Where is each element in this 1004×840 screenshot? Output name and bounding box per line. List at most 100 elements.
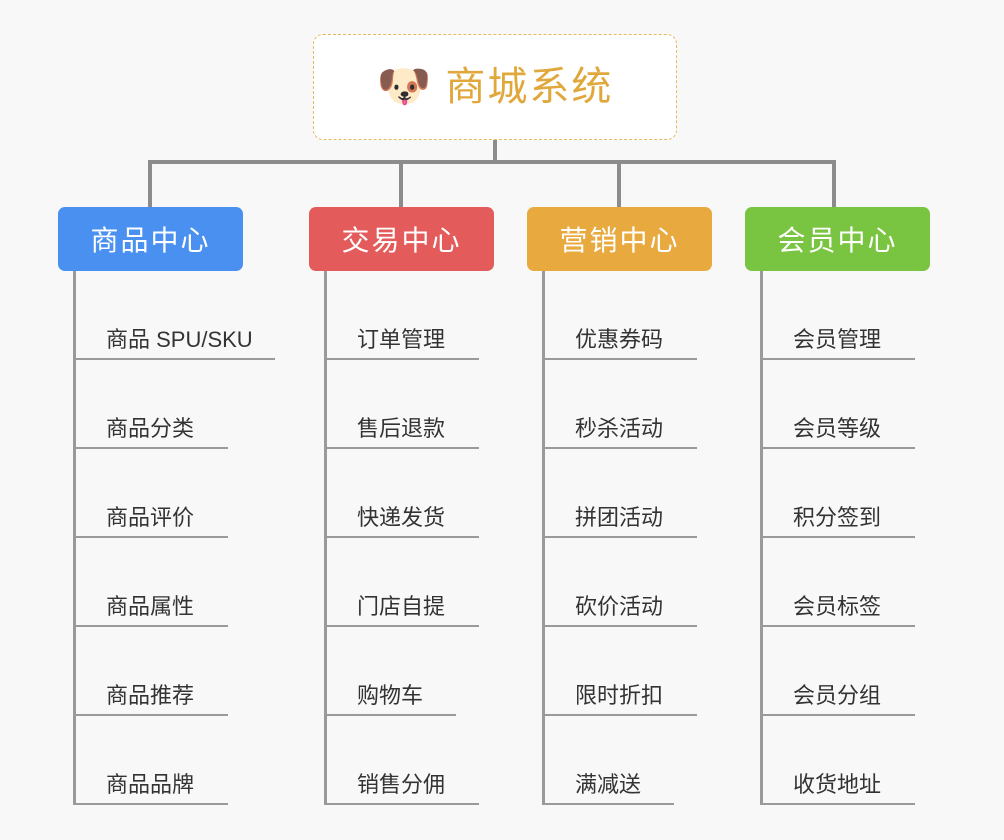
leaf-label: 限时折扣: [575, 683, 664, 708]
leaf-item[interactable]: 销售分佣: [309, 716, 539, 805]
leaf-item[interactable]: 商品 SPU/SKU: [58, 271, 308, 360]
leaf-item[interactable]: 会员管理: [745, 271, 975, 360]
leaf-rule: [542, 803, 674, 805]
leaf-list-product-center: 商品 SPU/SKU 商品分类 商品评价 商品属性 商品推荐 商品品牌: [58, 271, 308, 805]
leaf-item[interactable]: 积分签到: [745, 449, 975, 538]
category-header-product-center[interactable]: 商品中心: [58, 207, 243, 271]
connector-drop-marketing-center: [617, 160, 621, 207]
connector-drop-product-center: [148, 160, 152, 207]
leaf-item[interactable]: 限时折扣: [527, 627, 757, 716]
leaf-label: 优惠券码: [575, 327, 664, 352]
leaf-item[interactable]: 商品属性: [58, 538, 308, 627]
leaf-rule: [73, 803, 228, 805]
leaf-label: 满减送: [575, 772, 642, 797]
leaf-label: 商品评价: [106, 505, 195, 530]
leaf-rule: [324, 447, 479, 449]
leaf-label: 会员管理: [793, 327, 882, 352]
leaf-rule: [324, 536, 479, 538]
connector-horizontal-bar: [148, 160, 836, 164]
leaf-label: 商品推荐: [106, 683, 195, 708]
leaf-rule: [73, 447, 228, 449]
leaf-rule: [542, 447, 697, 449]
category-label: 营销中心: [559, 225, 680, 256]
trunk-line: [760, 271, 763, 805]
leaf-item[interactable]: 商品推荐: [58, 627, 308, 716]
leaf-item[interactable]: 购物车: [309, 627, 539, 716]
leaf-label: 快递发货: [357, 505, 446, 530]
leaf-item[interactable]: 售后退款: [309, 360, 539, 449]
leaf-item[interactable]: 拼团活动: [527, 449, 757, 538]
leaf-rule: [542, 714, 697, 716]
root-node-title: 商城系统: [445, 65, 614, 109]
leaf-item[interactable]: 砍价活动: [527, 538, 757, 627]
leaf-label: 收货地址: [793, 772, 882, 797]
branch-trade-center: 交易中心 订单管理 售后退款 快递发货 门店自提 购物车: [309, 207, 539, 805]
leaf-label: 售后退款: [357, 416, 446, 441]
leaf-item[interactable]: 门店自提: [309, 538, 539, 627]
leaf-item[interactable]: 商品分类: [58, 360, 308, 449]
leaf-rule: [542, 625, 697, 627]
connector-drop-trade-center: [399, 160, 403, 207]
leaf-rule: [73, 358, 275, 360]
leaf-rule: [760, 358, 915, 360]
leaf-label: 会员标签: [793, 594, 882, 619]
category-label: 商品中心: [90, 225, 211, 256]
leaf-item[interactable]: 秒杀活动: [527, 360, 757, 449]
leaf-item[interactable]: 收货地址: [745, 716, 975, 805]
leaf-rule: [324, 714, 456, 716]
trunk-line: [324, 271, 327, 805]
leaf-rule: [760, 803, 915, 805]
category-header-marketing-center[interactable]: 营销中心: [527, 207, 712, 271]
leaf-item[interactable]: 商品品牌: [58, 716, 308, 805]
leaf-label: 购物车: [357, 683, 424, 708]
leaf-item[interactable]: 订单管理: [309, 271, 539, 360]
category-header-trade-center[interactable]: 交易中心: [309, 207, 494, 271]
leaf-list-marketing-center: 优惠券码 秒杀活动 拼团活动 砍价活动 限时折扣 满减送: [527, 271, 757, 805]
leaf-item[interactable]: 商品评价: [58, 449, 308, 538]
category-label: 会员中心: [777, 225, 898, 256]
leaf-rule: [324, 803, 479, 805]
leaf-label: 商品分类: [106, 416, 195, 441]
leaf-rule: [760, 714, 915, 716]
leaf-list-trade-center: 订单管理 售后退款 快递发货 门店自提 购物车 销售分佣: [309, 271, 539, 805]
leaf-label: 会员等级: [793, 416, 882, 441]
root-node[interactable]: 🐶 商城系统: [313, 34, 677, 140]
trunk-line: [73, 271, 76, 805]
leaf-label: 积分签到: [793, 505, 882, 530]
leaf-label: 商品 SPU/SKU: [106, 327, 253, 352]
leaf-label: 商品品牌: [106, 772, 195, 797]
leaf-item[interactable]: 快递发货: [309, 449, 539, 538]
leaf-label: 订单管理: [357, 327, 446, 352]
leaf-list-member-center: 会员管理 会员等级 积分签到 会员标签 会员分组 收货地址: [745, 271, 975, 805]
leaf-rule: [73, 536, 228, 538]
leaf-item[interactable]: 优惠券码: [527, 271, 757, 360]
leaf-rule: [760, 625, 915, 627]
leaf-label: 秒杀活动: [575, 416, 664, 441]
leaf-item[interactable]: 会员标签: [745, 538, 975, 627]
connector-drop-member-center: [832, 160, 836, 207]
leaf-rule: [760, 536, 915, 538]
trunk-line: [542, 271, 545, 805]
leaf-rule: [324, 358, 479, 360]
leaf-label: 商品属性: [106, 594, 195, 619]
leaf-label: 销售分佣: [357, 772, 446, 797]
leaf-label: 砍价活动: [575, 594, 664, 619]
category-header-member-center[interactable]: 会员中心: [745, 207, 930, 271]
leaf-rule: [324, 625, 479, 627]
leaf-label: 拼团活动: [575, 505, 664, 530]
leaf-rule: [760, 447, 915, 449]
leaf-rule: [542, 358, 697, 360]
leaf-item[interactable]: 会员等级: [745, 360, 975, 449]
branch-marketing-center: 营销中心 优惠券码 秒杀活动 拼团活动 砍价活动 限时折扣: [527, 207, 757, 805]
branch-product-center: 商品中心 商品 SPU/SKU 商品分类 商品评价 商品属性 商品推荐: [58, 207, 308, 805]
leaf-item[interactable]: 会员分组: [745, 627, 975, 716]
leaf-rule: [73, 714, 228, 716]
branch-member-center: 会员中心 会员管理 会员等级 积分签到 会员标签 会员分组: [745, 207, 975, 805]
category-label: 交易中心: [341, 225, 462, 256]
connector-root-stem: [493, 140, 497, 164]
shiba-dog-face-icon: 🐶: [376, 62, 432, 111]
leaf-rule: [73, 625, 228, 627]
leaf-item[interactable]: 满减送: [527, 716, 757, 805]
leaf-label: 会员分组: [793, 683, 882, 708]
